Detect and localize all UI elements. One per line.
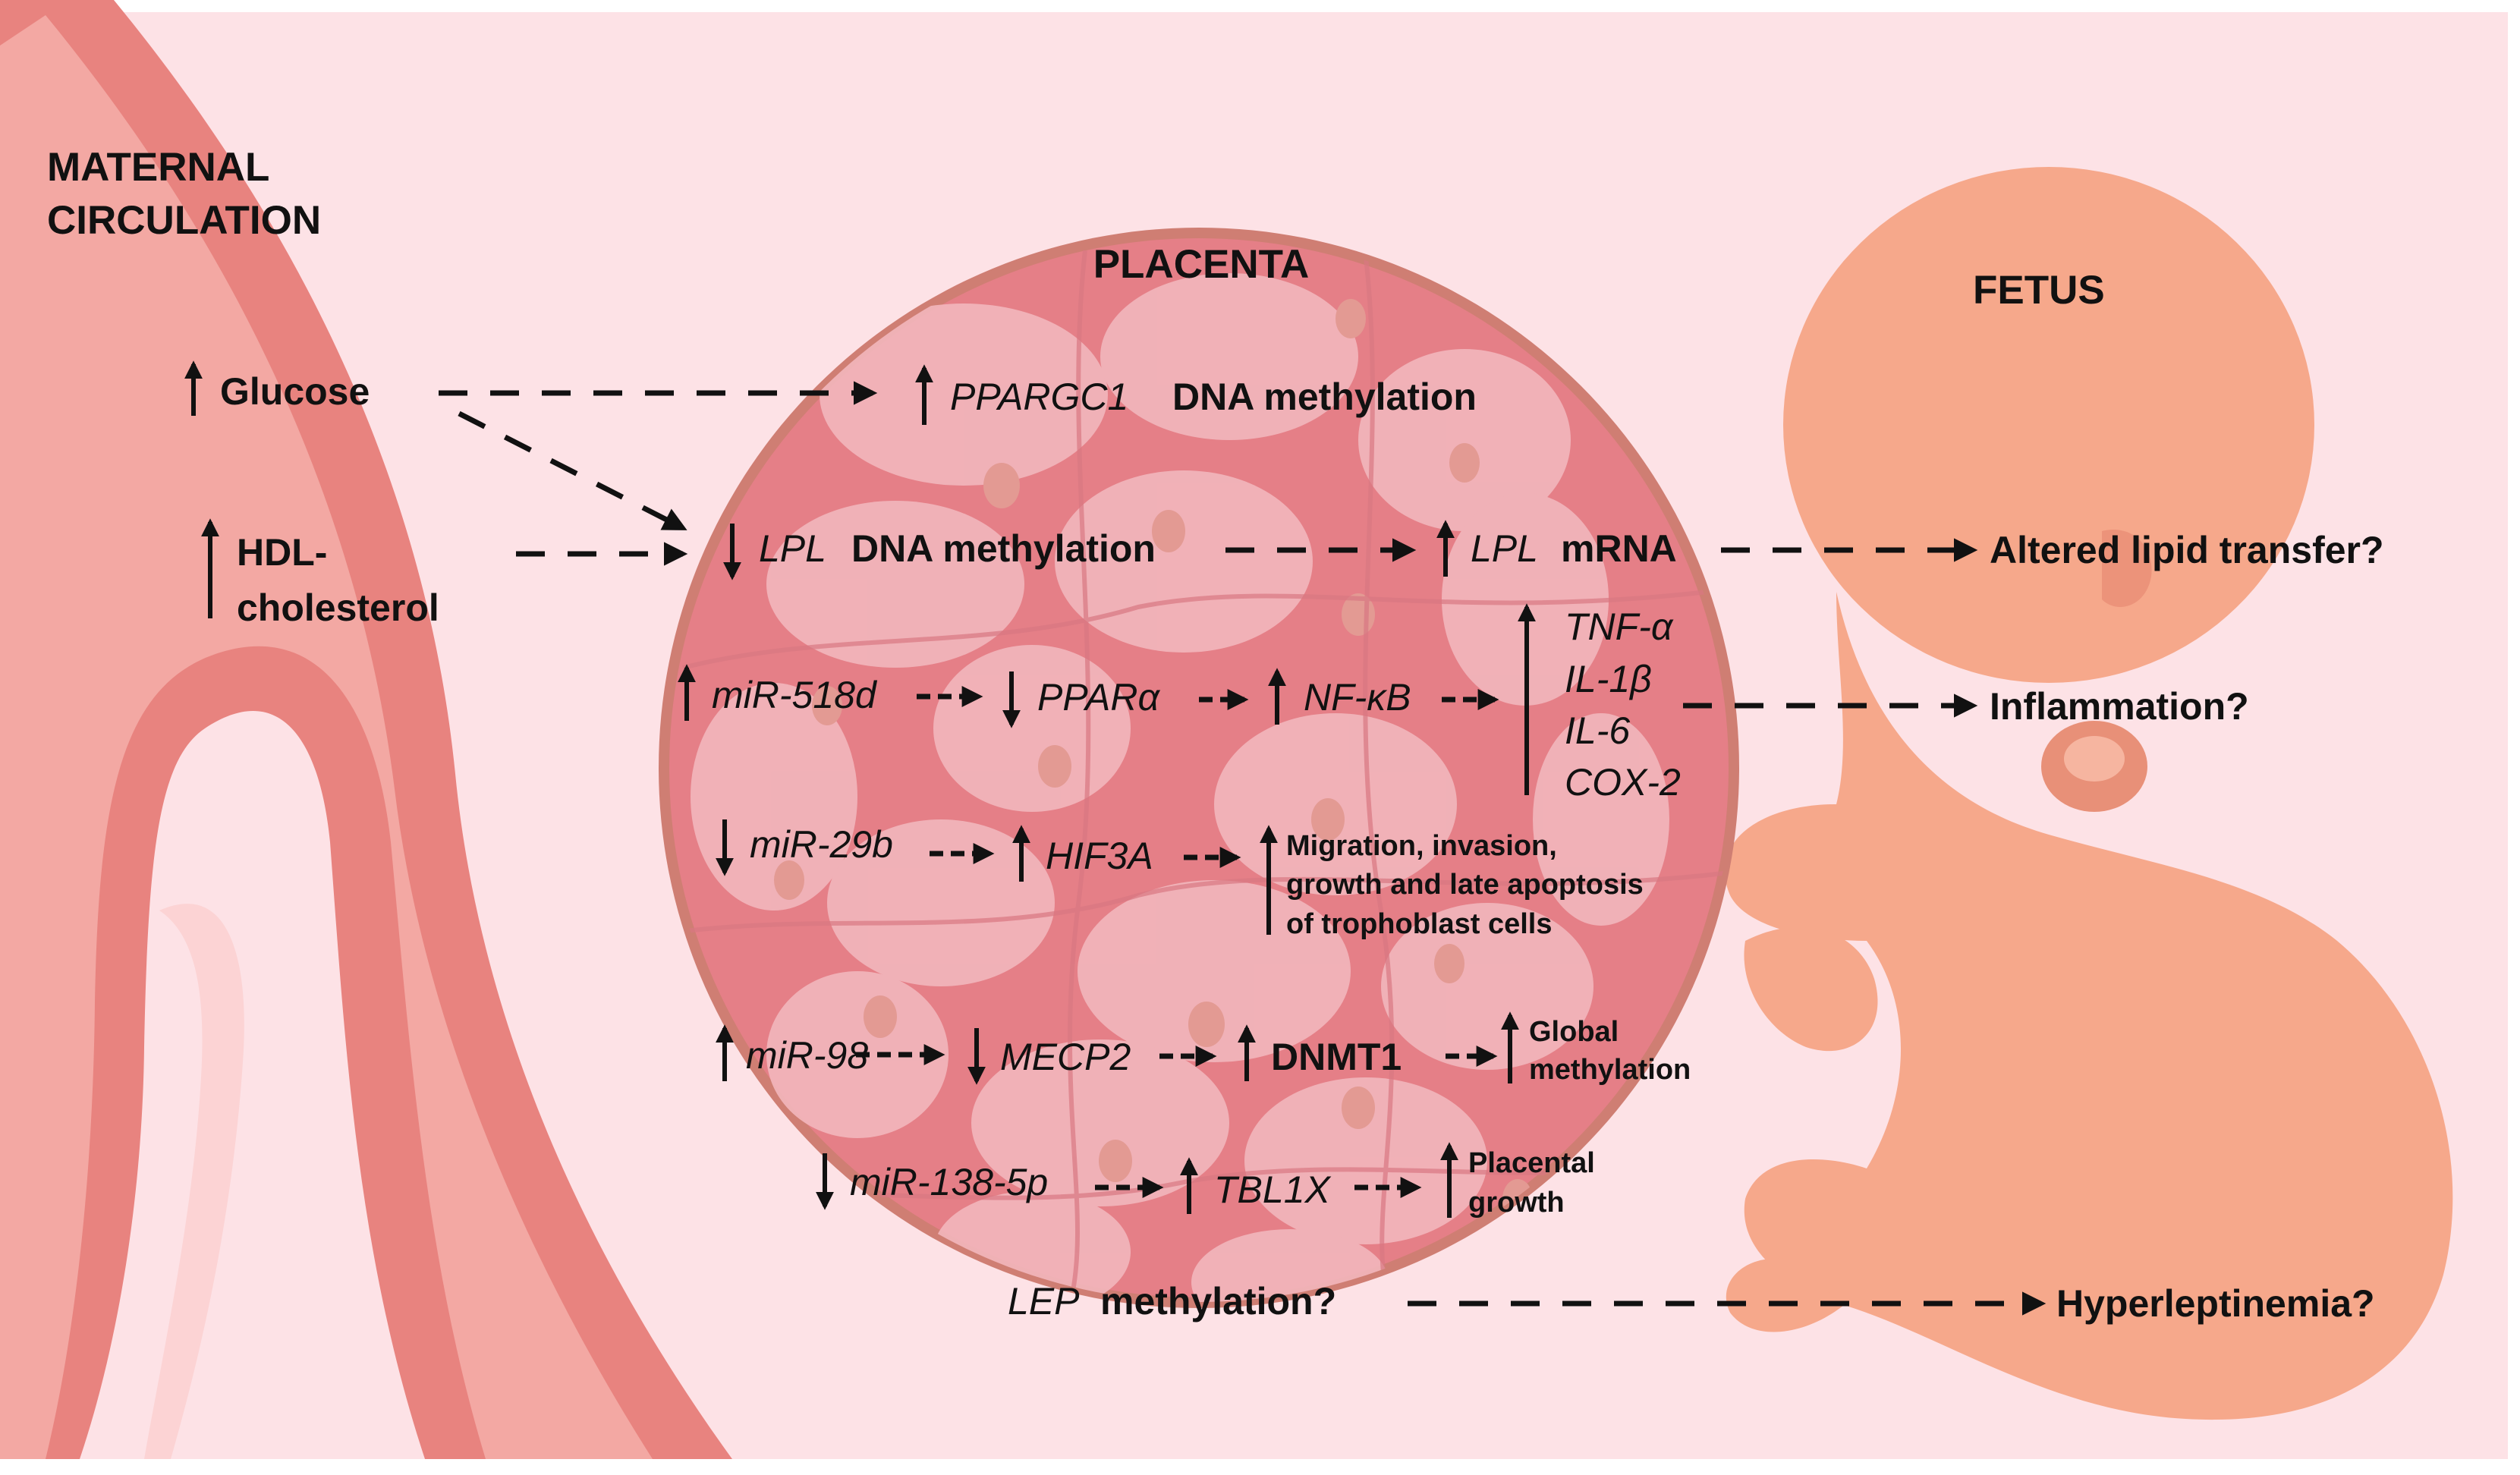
outcome-hyperleptinemia: Hyperleptinemia?	[2056, 1282, 2375, 1325]
mecp2-label: MECP2	[1000, 1036, 1131, 1078]
mir138-label: miR-138-5p	[850, 1161, 1048, 1203]
trophoblast-effect-line2: growth and late apoptosis	[1286, 869, 1644, 901]
placental-growth-line2: growth	[1468, 1187, 1565, 1219]
lpl-gene: LPL	[759, 527, 826, 570]
lep-methylation: methylation?	[1100, 1280, 1336, 1322]
lpl-mrna-gene: LPL	[1471, 527, 1538, 570]
hdl-label-line2: cholesterol	[237, 587, 439, 629]
nfkb-label: NF-κB	[1304, 676, 1411, 719]
placental-growth-line1: Placental	[1468, 1147, 1595, 1179]
mir29b-label: miR-29b	[750, 823, 893, 866]
lep-gene: LEP	[1008, 1280, 1080, 1322]
ppara-label: PPARα	[1037, 676, 1160, 719]
tbl1x-label: TBL1X	[1214, 1168, 1332, 1211]
lpl-mrna-label: mRNA	[1561, 527, 1677, 570]
ppargc1-methylation: DNA methylation	[1172, 376, 1477, 418]
hdl-label-line1: HDL-	[237, 531, 327, 574]
maternal-vessel	[0, 0, 732, 1459]
global-methylation-line1: Global	[1529, 1016, 1619, 1048]
placenta-label: PLACENTA	[1093, 242, 1310, 287]
global-methylation-line2: methylation	[1529, 1054, 1691, 1086]
lpl-methylation: DNA methylation	[851, 527, 1156, 570]
maternal-label-line2: CIRCULATION	[47, 198, 321, 243]
glucose-label: Glucose	[220, 370, 370, 413]
ppargc1-gene: PPARGC1	[950, 376, 1128, 418]
mir98-label: miR-98	[746, 1034, 868, 1077]
cytokine-cox2: COX-2	[1565, 761, 1681, 804]
outcome-lipid-transfer: Altered lipid transfer?	[1990, 529, 2384, 571]
outcome-inflammation: Inflammation?	[1990, 685, 2249, 728]
fetus-label: FETUS	[1973, 268, 2105, 313]
cytokine-tnfa: TNF-α	[1565, 605, 1674, 648]
maternal-label-line1: MATERNAL	[47, 145, 269, 190]
hif3a-label: HIF3A	[1046, 835, 1153, 877]
mir518d-label: miR-518d	[712, 674, 878, 716]
placenta-tissue	[659, 228, 1739, 1308]
trophoblast-effect-line3: of trophoblast cells	[1286, 908, 1552, 940]
dnmt1-label: DNMT1	[1271, 1036, 1402, 1078]
cytokine-il1b: IL-1β	[1565, 658, 1652, 700]
trophoblast-effect-line1: Migration, invasion,	[1286, 830, 1557, 862]
arrow-glucose-to-lpl	[458, 410, 687, 531]
fetus-illustration	[1724, 167, 2453, 1420]
cytokine-il6: IL-6	[1565, 709, 1630, 752]
